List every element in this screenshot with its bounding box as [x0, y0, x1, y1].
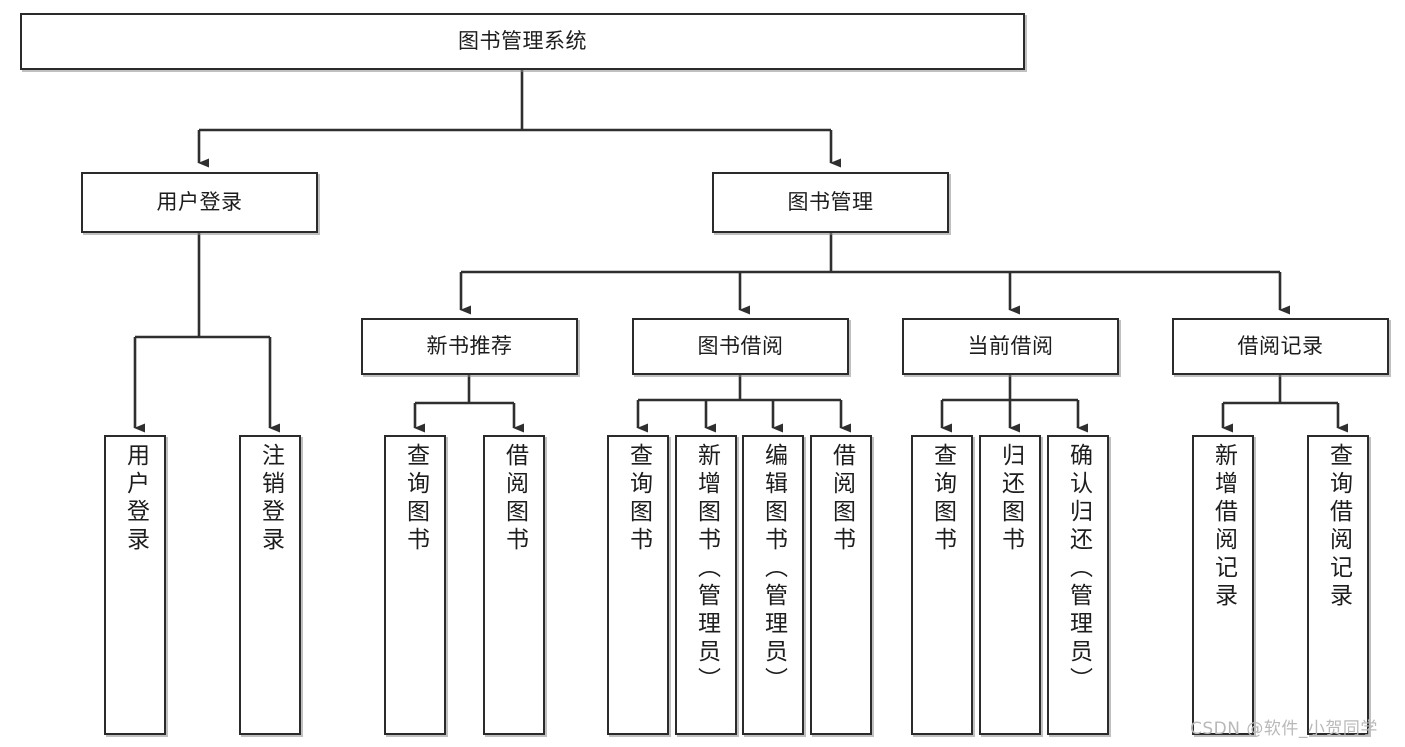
- node-new-book-rec-label: 新书推荐: [426, 334, 513, 359]
- node-leaf-query-record[interactable]: 查询借阅记录: [1307, 435, 1369, 735]
- node-leaf-borrow-book-1-label: 借阅图书: [501, 443, 528, 555]
- node-user-login-label: 用户登录: [156, 190, 243, 215]
- node-user-login[interactable]: 用户登录: [81, 172, 318, 233]
- node-leaf-confirm-return-label: 确认归还（管理员）: [1065, 443, 1092, 695]
- node-leaf-query-book-2-label: 查询图书: [625, 443, 652, 555]
- node-leaf-edit-book-label: 编辑图书（管理员）: [760, 443, 787, 695]
- node-leaf-add-record-label: 新增借阅记录: [1210, 443, 1237, 611]
- node-leaf-logout[interactable]: 注销登录: [239, 435, 301, 735]
- node-leaf-edit-book[interactable]: 编辑图书（管理员）: [742, 435, 804, 735]
- node-current-borrow-label: 当前借阅: [967, 334, 1054, 359]
- node-leaf-return-book[interactable]: 归还图书: [979, 435, 1041, 735]
- node-book-manage[interactable]: 图书管理: [712, 172, 949, 233]
- node-borrow-record-label: 借阅记录: [1237, 334, 1324, 359]
- node-leaf-query-book-2[interactable]: 查询图书: [607, 435, 669, 735]
- node-current-borrow[interactable]: 当前借阅: [902, 318, 1119, 375]
- node-leaf-logout-label: 注销登录: [257, 443, 284, 555]
- node-leaf-query-book-1-label: 查询图书: [402, 443, 429, 555]
- csdn-watermark: CSDN @软件_小贺同学: [1190, 719, 1378, 739]
- node-leaf-user-login[interactable]: 用户登录: [104, 435, 166, 735]
- node-book-borrow-label: 图书借阅: [697, 334, 784, 359]
- node-leaf-confirm-return[interactable]: 确认归还（管理员）: [1047, 435, 1109, 735]
- node-leaf-add-book-label: 新增图书（管理员）: [693, 443, 720, 695]
- node-book-borrow[interactable]: 图书借阅: [632, 318, 849, 375]
- node-book-manage-label: 图书管理: [787, 190, 874, 215]
- node-leaf-query-book-3-label: 查询图书: [929, 443, 956, 555]
- node-leaf-return-book-label: 归还图书: [997, 443, 1024, 555]
- node-root[interactable]: 图书管理系统: [20, 13, 1025, 70]
- node-leaf-borrow-book-2[interactable]: 借阅图书: [810, 435, 872, 735]
- node-root-label: 图书管理系统: [458, 29, 587, 54]
- node-leaf-query-record-label: 查询借阅记录: [1325, 443, 1352, 611]
- node-leaf-add-record[interactable]: 新增借阅记录: [1192, 435, 1254, 735]
- node-leaf-add-book[interactable]: 新增图书（管理员）: [675, 435, 737, 735]
- node-new-book-rec[interactable]: 新书推荐: [361, 318, 578, 375]
- node-leaf-borrow-book-2-label: 借阅图书: [828, 443, 855, 555]
- node-leaf-query-book-3[interactable]: 查询图书: [911, 435, 973, 735]
- node-leaf-query-book-1[interactable]: 查询图书: [384, 435, 446, 735]
- node-leaf-borrow-book-1[interactable]: 借阅图书: [483, 435, 545, 735]
- node-borrow-record[interactable]: 借阅记录: [1172, 318, 1389, 375]
- node-leaf-user-login-label: 用户登录: [122, 443, 149, 555]
